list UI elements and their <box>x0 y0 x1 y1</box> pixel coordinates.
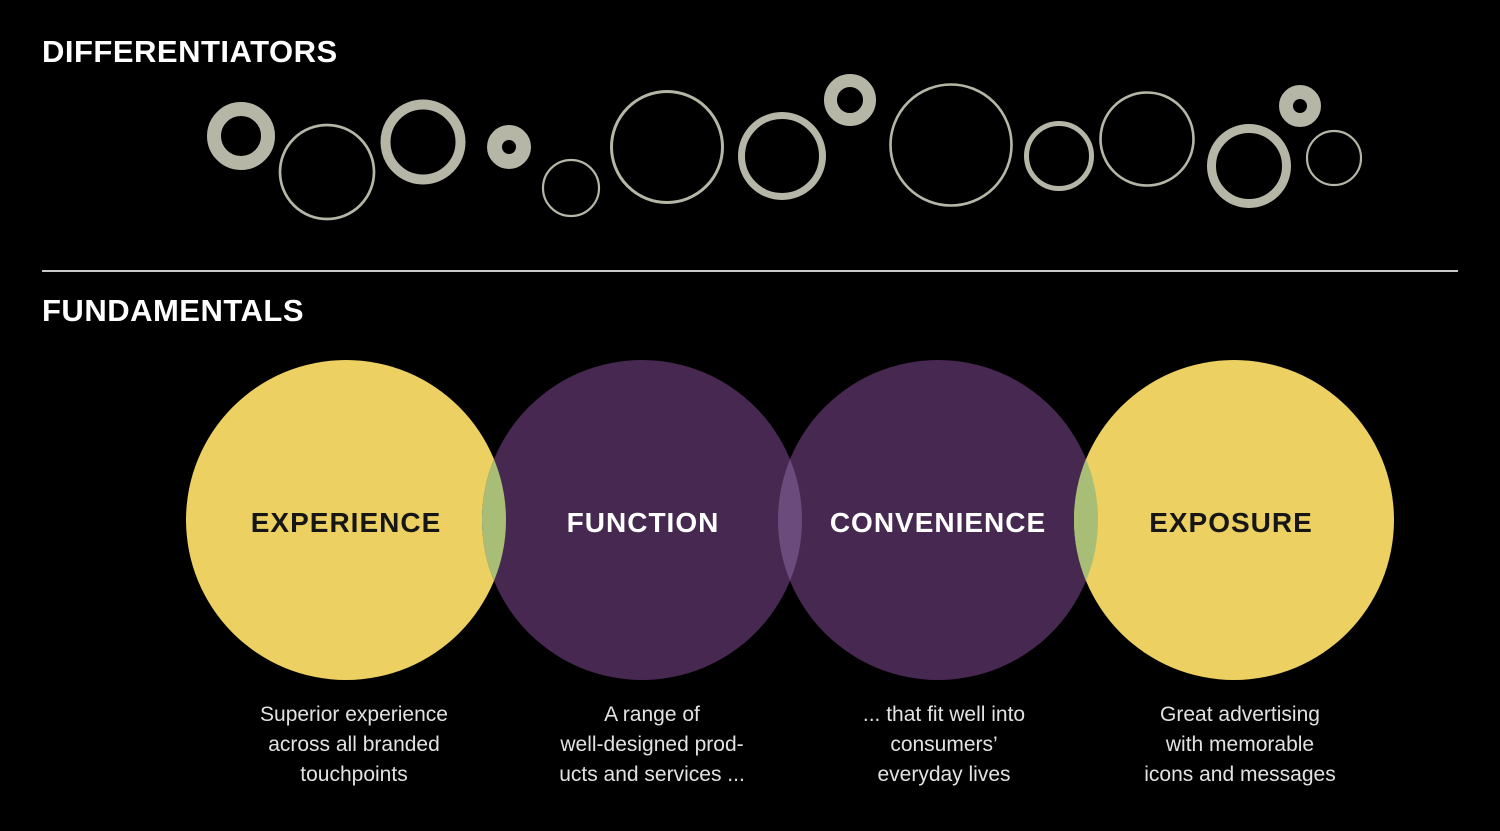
decorative-circle <box>278 123 376 221</box>
function-circle <box>482 360 802 680</box>
convenience-caption: ... that fit well into consumers’ everyd… <box>862 703 1026 786</box>
function-convenience-overlap <box>777 459 803 581</box>
decorative-circle <box>541 158 601 218</box>
experience-circle <box>186 360 506 680</box>
decorative-circle <box>610 90 724 204</box>
decorative-circle <box>1024 121 1094 191</box>
decorative-circle <box>1279 85 1321 127</box>
decorative-circle <box>207 102 275 170</box>
function-caption: A range of well-designed prod- ucts and … <box>559 703 745 786</box>
exposure-caption: Great advertising with memorable icons a… <box>1144 703 1336 786</box>
decorative-circle <box>487 125 531 169</box>
exposure-circle <box>1074 360 1394 680</box>
decorative-circle <box>889 83 1013 207</box>
convenience-label: CONVENIENCE <box>829 507 1047 538</box>
decorative-circle <box>738 112 826 200</box>
fundamentals-title: FUNDAMENTALS <box>42 293 305 328</box>
convenience-circle <box>778 360 1098 680</box>
experience-caption: Superior experience across all branded t… <box>260 703 448 786</box>
decorative-circle <box>1099 91 1195 187</box>
experience-function-overlap <box>481 459 507 581</box>
experience-label: EXPERIENCE <box>250 507 442 538</box>
convenience-exposure-overlap <box>1073 459 1099 581</box>
function-label: FUNCTION <box>566 507 720 538</box>
differentiators-title: DIFFERENTIATORS <box>42 34 338 69</box>
decorative-circle <box>1305 129 1363 187</box>
section-divider <box>42 270 1458 272</box>
exposure-label: EXPOSURE <box>1149 507 1313 538</box>
decorative-circle <box>380 99 466 185</box>
decorative-circle <box>1207 124 1291 208</box>
decorative-circle <box>824 74 876 126</box>
decorative-circles-row <box>207 74 1363 221</box>
